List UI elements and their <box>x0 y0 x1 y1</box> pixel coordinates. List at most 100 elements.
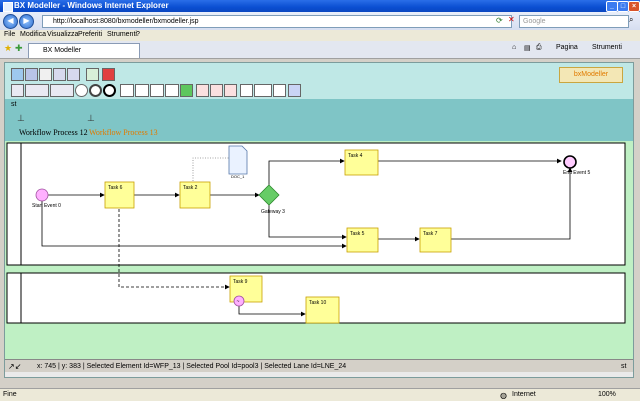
properties-icon[interactable] <box>288 84 301 97</box>
end-event-icon[interactable] <box>103 84 116 97</box>
workflow-process-icon-2[interactable]: ⊥ <box>87 113 95 123</box>
intermediate-event-mark: ~ <box>237 299 240 305</box>
start-event-label: Start Event 0 <box>32 203 61 209</box>
pool-icon[interactable] <box>25 84 49 97</box>
ie-icon <box>3 2 13 12</box>
start-event-icon[interactable] <box>75 84 88 97</box>
menu-favorites[interactable]: Preferiti <box>78 31 103 38</box>
subprocess-icon[interactable] <box>135 84 149 97</box>
home-icon[interactable]: ⌂ <box>512 44 517 51</box>
xpdl-export-icon[interactable] <box>39 68 52 81</box>
lane-icon[interactable] <box>50 84 74 97</box>
gateway-3[interactable] <box>258 184 280 206</box>
task-4[interactable] <box>344 149 379 176</box>
message-flow-task6-task9[interactable] <box>118 209 230 290</box>
task-6[interactable] <box>104 181 135 209</box>
grid-icon[interactable] <box>53 68 66 81</box>
gateway-icon[interactable] <box>180 84 193 97</box>
menu-view[interactable]: Visualizza <box>47 31 79 38</box>
sequence-flow-icon[interactable] <box>196 84 209 97</box>
stop-icon[interactable]: ✕ <box>508 15 515 24</box>
end-event-label: End Event 5 <box>563 170 590 176</box>
transaction-icon[interactable] <box>165 84 179 97</box>
message-flow-icon[interactable] <box>210 84 223 97</box>
status-lane: Selected Lane Id=LNE_24 <box>264 363 347 370</box>
status-y: y: 383 <box>61 363 81 370</box>
status-done: Fine <box>3 391 17 398</box>
open-icon[interactable] <box>11 68 24 81</box>
flow-task7-end[interactable] <box>451 167 573 240</box>
task-6-label: Task 6 <box>108 185 123 191</box>
save-icon[interactable] <box>25 68 38 81</box>
power-icon[interactable] <box>102 68 115 81</box>
task-2-label: Task 2 <box>183 185 198 191</box>
task-7[interactable] <box>419 227 452 253</box>
workflow-tab-other[interactable]: Workflow Process 13 <box>89 128 158 137</box>
gateway-label: Gateway 3 <box>261 209 285 215</box>
app-status-bar: ↗↙ x: 745 | y: 383 | Selected Element Id… <box>5 359 633 373</box>
menu-edit[interactable]: Modifica <box>20 31 47 38</box>
settings-icon[interactable] <box>86 68 99 81</box>
forward-icon[interactable]: ▶ <box>19 14 34 29</box>
url-input[interactable]: http://localhost:8080/bxmodeller/bxmodel… <box>42 15 512 28</box>
menu-help[interactable]: ? <box>136 31 140 38</box>
task-10[interactable] <box>305 296 340 324</box>
task-9-label: Task 9 <box>233 279 248 285</box>
back-icon[interactable]: ◀ <box>3 14 18 29</box>
tab-label: BX Modeller <box>43 47 82 54</box>
tools-menu[interactable]: Strumenti <box>592 44 622 51</box>
task-7-label: Task 7 <box>423 231 438 237</box>
collapsed-subprocess-icon[interactable] <box>150 84 164 97</box>
flow-gateway-task4[interactable] <box>268 158 345 187</box>
shape-toolbar <box>8 84 628 97</box>
text-annotation-icon[interactable] <box>254 84 272 97</box>
intermediate-event-icon[interactable] <box>89 84 102 97</box>
feeds-icon[interactable]: ▤ <box>524 45 531 52</box>
add-favorite-icon[interactable]: ✚ <box>15 43 23 53</box>
tab-bx-modeller[interactable]: BX Modeller <box>28 43 140 58</box>
print-icon[interactable]: ⎙ <box>536 44 542 51</box>
data-object-icon[interactable] <box>240 84 253 97</box>
status-pool: Selected Pool Id=pool3 <box>186 363 259 370</box>
search-icon[interactable]: ⌕ <box>629 15 634 24</box>
start-event-0[interactable] <box>35 188 49 202</box>
task-10-label: Task 10 <box>309 300 326 306</box>
menu-bar: File Modifica Visualizza Preferiti Strum… <box>0 30 640 41</box>
data-object-label: DOC_1 <box>231 174 245 179</box>
association-doc[interactable] <box>192 157 229 181</box>
zone-label: Internet <box>512 391 536 398</box>
search-input[interactable]: Google <box>519 15 629 28</box>
workflow-header: st ⊥ ⊥ Workflow Process 12 Workflow Proc… <box>5 99 633 141</box>
menu-tools[interactable]: Strumenti <box>107 31 137 38</box>
diagram-canvas[interactable]: Start Event 0 Task 6 Task 2 DOC_1 Gatewa… <box>5 141 633 359</box>
pool-1-label[interactable] <box>6 142 22 266</box>
task-2[interactable] <box>179 181 211 209</box>
favorites-star-icon[interactable]: ★ <box>4 43 13 53</box>
task-icon[interactable] <box>120 84 134 97</box>
flow-gateway-task5[interactable] <box>268 203 347 240</box>
intermediate-event[interactable] <box>233 295 245 307</box>
refresh-icon[interactable]: ⟳ <box>496 16 503 25</box>
zoom-level[interactable]: 100% <box>598 391 616 398</box>
group-icon[interactable] <box>273 84 286 97</box>
main-toolbar <box>8 68 628 81</box>
status-element: Selected Element Id=WFP_13 <box>86 363 181 370</box>
menu-file[interactable]: File <box>4 31 16 38</box>
tab-row: ★ ✚ BX Modeller ⌂ ▤ ⎙ Pagina Strumenti <box>0 41 640 59</box>
workflow-tab-active[interactable]: Workflow Process 12 <box>19 128 88 137</box>
pool-2-label[interactable] <box>6 272 22 324</box>
end-event-5[interactable] <box>563 155 577 169</box>
diagram-svg[interactable]: Start Event 0 Task 6 Task 2 DOC_1 Gatewa… <box>5 141 633 359</box>
url-text: http://localhost:8080/bxmodeller/bxmodel… <box>53 18 199 25</box>
horizontal-scrollbar[interactable] <box>5 372 633 377</box>
page-menu[interactable]: Pagina <box>556 44 578 51</box>
close-button[interactable]: × <box>628 1 640 12</box>
task-5[interactable] <box>346 227 379 253</box>
layout-icon[interactable] <box>67 68 80 81</box>
data-object-doc1[interactable] <box>228 145 248 175</box>
flow-start-task5[interactable] <box>41 201 347 249</box>
zoom-tools-icon[interactable]: ↗↙ <box>8 362 22 371</box>
arrow-icon[interactable] <box>11 84 24 97</box>
workflow-process-icon[interactable]: ⊥ <box>17 113 25 123</box>
association-icon[interactable] <box>224 84 237 97</box>
